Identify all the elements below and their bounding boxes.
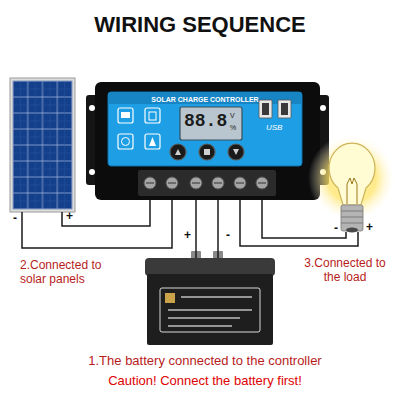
label-slot: + <box>366 220 373 234</box>
lcd-reading: 88.8 <box>184 111 227 133</box>
terminal-screws <box>144 177 268 189</box>
light-bulb-drawing <box>329 143 375 205</box>
battery-drawing <box>145 258 275 276</box>
battery-drawing <box>165 293 175 303</box>
label-slot: V <box>230 112 235 120</box>
solar-panel-drawing <box>13 81 72 209</box>
charge-controller-drawing <box>108 92 302 166</box>
charge-controller-drawing <box>138 170 276 196</box>
light-bulb-drawing <box>341 205 363 231</box>
wire <box>195 200 197 258</box>
battery-drawing <box>147 274 273 345</box>
title-slot: WIRING SEQUENCE <box>0 12 400 38</box>
light-bulb-drawing <box>308 134 396 233</box>
wire <box>240 200 358 246</box>
charge-controller-drawing <box>262 103 269 115</box>
solar-panel: 2.Connected to solar panels <box>10 78 75 212</box>
battery-drawing <box>145 251 275 345</box>
usb-label: USB <box>266 123 282 133</box>
polarity-sign: - <box>226 228 230 242</box>
battery-caption-slot: 1.The battery connected to the controlle… <box>10 353 400 369</box>
polarity-sign: + <box>66 209 73 223</box>
charge-controller-drawing <box>108 92 302 104</box>
battery-drawing <box>160 288 260 332</box>
label-slot: - <box>334 221 338 235</box>
charge-controller-drawing <box>199 144 215 160</box>
wire <box>22 200 172 248</box>
light-bulb-drawing <box>347 178 357 204</box>
charge-controller-drawing <box>145 108 160 123</box>
polarity-sign: - <box>13 211 17 225</box>
label-slot: - <box>226 228 230 242</box>
charge-controller-drawing <box>86 82 329 200</box>
wire <box>262 200 346 238</box>
charge-controller-drawing <box>145 134 160 149</box>
label-slot: 88.8 <box>184 111 227 133</box>
charge-controller-drawing <box>89 105 95 111</box>
caution-note-slot: Caution! Connect the battery first! <box>10 373 400 389</box>
polarity-sign: + <box>184 228 191 242</box>
charge-controller-drawing <box>122 138 130 146</box>
load-caption-slot: 3.Connected to the load <box>297 256 393 285</box>
charge-controller-drawing <box>118 108 133 123</box>
lcd-unit: % <box>230 124 236 132</box>
charge-controller-drawing <box>259 100 272 118</box>
charge-controller-drawing <box>149 137 156 146</box>
charge-controller-drawing <box>175 149 181 155</box>
charge-controller-drawing <box>89 169 95 175</box>
caution-note: Caution! Connect the battery first! <box>10 373 400 389</box>
diagram-title: WIRING SEQUENCE <box>0 12 400 38</box>
charge-controller-drawing <box>228 144 244 160</box>
charge-controller-drawing <box>149 112 156 120</box>
label-slot: + <box>184 228 191 242</box>
polarity-sign: - <box>334 221 338 235</box>
load-caption: 3.Connected to the load <box>297 256 393 285</box>
lcd-unit: V <box>230 112 235 120</box>
wire <box>62 200 150 226</box>
light-bulb-drawing <box>341 211 363 223</box>
charge-controller-drawing <box>118 134 133 149</box>
solar-panel-drawing <box>10 78 75 212</box>
label-slot: USB <box>266 123 282 133</box>
controller-title: SOLAR CHARGE CONTROLLER <box>110 96 300 104</box>
battery: 1.The battery connected to the controlle… <box>145 258 275 345</box>
label-slot: + <box>66 209 73 223</box>
charge-controller-drawing <box>233 149 239 155</box>
label-slot: % <box>230 124 236 132</box>
controller-title-slot: SOLAR CHARGE CONTROLLER <box>110 96 300 104</box>
solar-panel-drawing <box>10 78 75 212</box>
charge-controller-drawing <box>281 103 288 115</box>
charge-controller-drawing <box>170 144 186 160</box>
light-bulb-drawing <box>346 228 358 233</box>
panel-caption: 2.Connected to solar panels <box>20 258 120 287</box>
panel-caption-slot: 2.Connected to solar panels <box>20 258 120 287</box>
charge-controller-drawing <box>121 112 130 118</box>
charge-controller-drawing <box>204 149 210 155</box>
light-bulb: 3.Connected to the load <box>325 140 380 232</box>
terminal-screws <box>146 182 266 183</box>
wire <box>217 200 219 258</box>
charge-controller-drawing <box>95 82 320 200</box>
charge-controller-drawing <box>320 105 326 111</box>
charge-controller-drawing <box>278 100 291 118</box>
battery-drawing <box>168 297 252 326</box>
charge-controller-drawing <box>180 107 242 140</box>
battery-caption: 1.The battery connected to the controlle… <box>10 353 400 369</box>
charge-controller: SOLAR CHARGE CONTROLLER <box>95 80 320 200</box>
polarity-sign: + <box>366 220 373 234</box>
label-slot: - <box>13 211 17 225</box>
